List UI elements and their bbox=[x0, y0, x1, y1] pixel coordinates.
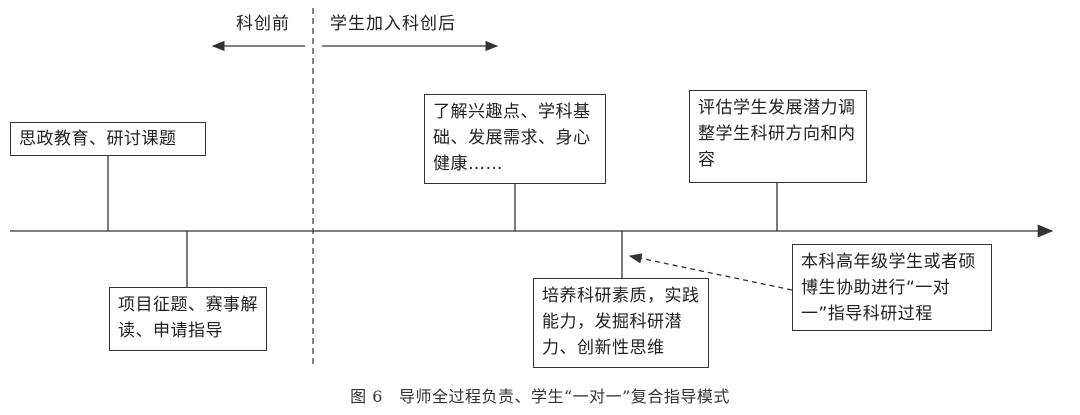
node-evaluate-adjust: 评估学生发展潜力调整学生科研方向和内容 bbox=[689, 90, 867, 183]
node-senior-assist: 本科高年级学生或者硕博生协助进行“一对一”指导科研过程 bbox=[792, 244, 992, 331]
assist-arrow bbox=[628, 253, 793, 291]
node-ideology-research: 思政教育、研讨课题 bbox=[10, 122, 206, 156]
phase-after-label: 学生加入科创后 bbox=[330, 14, 456, 34]
phase-before-label: 科创前 bbox=[236, 14, 290, 34]
node-cultivate-ability: 培养科研素质，实践能力，发掘科研潜力、创新性思维 bbox=[533, 278, 709, 368]
figure-caption-text: 导师全过程负责、学生“一对一”复合指导模式 bbox=[398, 387, 730, 406]
figure-number: 图 6 bbox=[350, 387, 383, 406]
node-understand-students: 了解兴趣点、学科基础、发展需求、身心健康…… bbox=[424, 94, 606, 184]
figure-caption: 图 6 导师全过程负责、学生“一对一”复合指导模式 bbox=[0, 383, 1080, 407]
node-project-guidance: 项目征题、赛事解读、申请指导 bbox=[109, 287, 267, 351]
